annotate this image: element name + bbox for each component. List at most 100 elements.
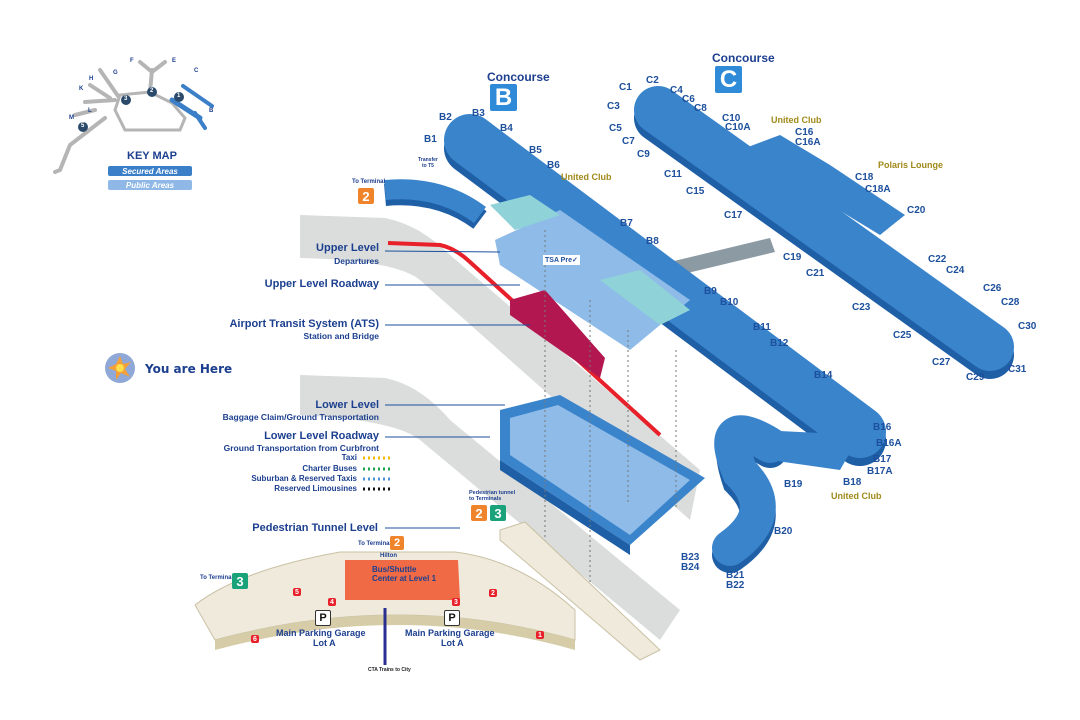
gate-c6: C6 [682,94,695,105]
concourse-b-badge: B [490,84,517,111]
key-map-terminal-markers [78,87,184,132]
gate-c24: C24 [946,265,965,276]
gate-b8: B8 [646,236,659,247]
ats-bridge [670,238,775,276]
garage-left-label: Main Parking Garage [276,628,366,638]
tunnel-terminal-2-badge: 2 [471,505,487,521]
to-terminal-3-label: To Terminal [200,575,234,581]
elevator-3: 3 [452,598,460,606]
parking-p-right: P [444,610,460,626]
parking-garage-edge [215,615,575,650]
lower-level-roadway [300,375,680,640]
concourse-c-badge: C [715,66,742,93]
upper-level-sub: Departures [334,256,379,266]
lower-roadway-label: Lower Level Roadway [264,430,379,442]
gate-c22: C22 [928,254,947,265]
upper-level-public-area [495,210,690,350]
you-are-here-icon [105,353,135,383]
tsa-precheck: TSA Pre✓ [543,255,580,265]
gate-c8: C8 [694,103,707,114]
legend-taxi: Taxi [341,453,357,462]
gate-b17a: B17A [867,466,893,477]
elevator-4: 4 [328,598,336,606]
ats-station [510,290,605,378]
concourse-c-shape [634,86,1014,379]
terminal-2-badge: 2 [358,188,374,204]
gate-b6: B6 [547,160,560,171]
gate-c7: C7 [622,136,635,147]
upper-level-label: Upper Level [316,242,379,254]
key-map-title: KEY MAP [127,150,177,162]
gate-b14: B14 [814,370,833,381]
elevator-6: 6 [251,635,259,643]
gate-c9: C9 [637,149,650,160]
to-terminal-2-tunnel-label: To Terminal [358,541,392,547]
gate-b10: B10 [720,297,739,308]
gate-b23: B23 [681,552,700,563]
legend-limousines: Reserved Limousines [274,484,357,493]
to-terminal-2-label: To Terminal [352,179,386,185]
gate-c10: C10 [722,113,741,124]
legend-charter-buses: Charter Buses [302,464,357,473]
key-map-label-k: K [79,86,84,92]
gate-c3: C3 [607,101,620,112]
lower-level-sub: Baggage Claim/Ground Transportation [222,412,379,422]
key-map-label-m: M [69,115,74,121]
gate-c1: C1 [619,82,632,93]
ats-label: Airport Transit System (ATS) [229,318,379,330]
key-map-diagram [53,60,214,174]
gate-c17: C17 [724,210,743,221]
gate-b17: B17 [873,454,892,465]
gate-b11: B11 [753,322,771,333]
gate-b16: B16 [873,422,892,433]
garage-right-lot: Lot A [441,638,464,648]
legend-suburban-taxis: Suburban & Reserved Taxis [251,474,357,483]
legend-public-areas: Public Areas [108,180,192,190]
key-map-label-b: B [209,108,214,114]
gate-c21: C21 [806,268,825,279]
gate-b16a: B16A [876,438,902,449]
parking-terminal-3-badge: 3 [232,573,248,589]
walkway-connectors [544,230,677,605]
garage-right-label: Main Parking Garage [405,628,495,638]
elevator-2: 2 [489,589,497,597]
gate-c15: C15 [686,186,705,197]
gate-c27: C27 [932,357,951,368]
united-club-c10: United Club [771,115,822,125]
concourse-b-title: Concourse [487,70,550,84]
gate-b20: B20 [774,526,793,537]
gate-c18a: C18A [865,184,891,195]
gate-c20: C20 [907,205,926,216]
gate-c26: C26 [983,283,1002,294]
united-club-b6: United Club [561,172,612,182]
gate-c16a: C16A [795,137,821,148]
elevator-1: 1 [536,631,544,639]
gate-c10a: C10A [725,122,751,133]
gate-c4: C4 [670,85,683,96]
key-map-label-e: E [172,58,177,64]
upper-red-line [387,241,662,437]
gate-c23: C23 [852,302,871,313]
gate-c2: C2 [646,75,659,86]
parking-terminal-2-badge: 2 [390,536,404,550]
key-map-label-g: G [113,70,118,76]
bus-shuttle-label: Bus/Shuttle Center at Level 1 [372,565,437,583]
key-map-label-l: L [88,108,92,114]
key-map-label-f: F [130,58,134,64]
gate-b19: B19 [784,479,803,490]
key-map-terminal-2: 2 [150,88,154,94]
elevator-5: 5 [293,588,301,596]
lower-level-label: Lower Level [315,399,379,411]
gate-b18: B18 [843,477,862,488]
tunnel-terminal-3-badge: 3 [490,505,506,521]
cta-label: CTA Trains to City [368,667,411,673]
legend-dots [363,456,390,491]
gate-b4: B4 [500,123,513,134]
united-club-b17: United Club [831,491,882,501]
gate-b1: B1 [424,134,437,145]
gate-c5: C5 [609,123,622,134]
gate-c25: C25 [893,330,912,341]
baggage-claim-area [510,405,690,535]
ats-sub: Station and Bridge [303,331,379,341]
parking-p-left: P [315,610,331,626]
